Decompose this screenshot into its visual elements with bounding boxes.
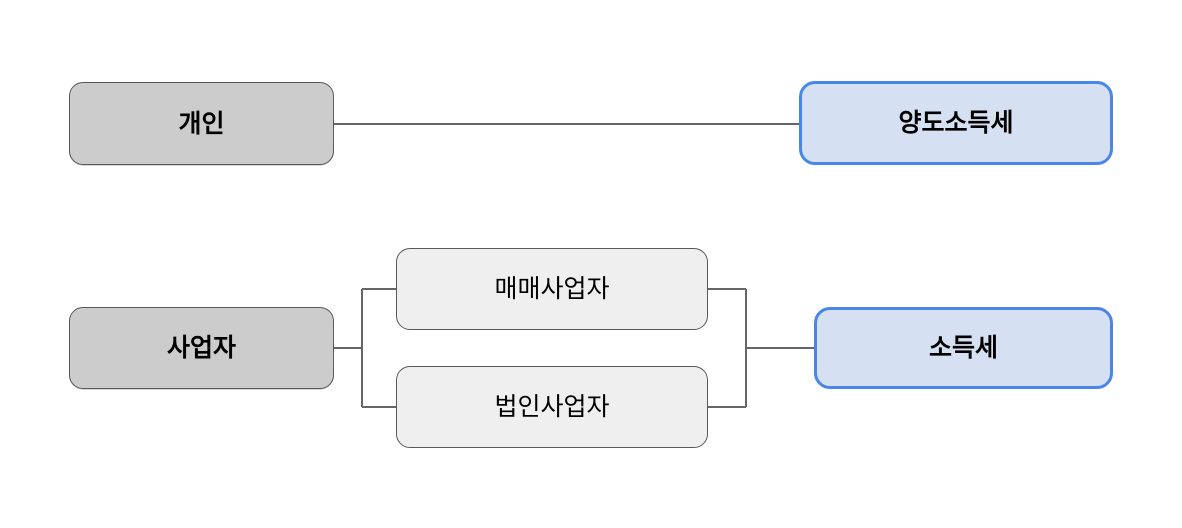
node-income-tax-label: 소득세 bbox=[928, 334, 998, 362]
node-capital-gains-tax[interactable]: 양도소득세 bbox=[799, 81, 1113, 165]
node-individual-label: 개인 bbox=[178, 109, 225, 138]
node-trading-business[interactable]: 매매사업자 bbox=[396, 248, 708, 330]
node-business-label: 사업자 bbox=[166, 334, 236, 362]
node-business[interactable]: 사업자 bbox=[69, 307, 334, 389]
node-corporate-business[interactable]: 법인사업자 bbox=[396, 366, 708, 448]
node-income-tax[interactable]: 소득세 bbox=[814, 307, 1113, 389]
node-individual[interactable]: 개인 bbox=[69, 82, 334, 165]
node-corporate-business-label: 법인사업자 bbox=[494, 393, 610, 421]
node-capital-gains-tax-label: 양도소득세 bbox=[898, 109, 1014, 137]
node-trading-business-label: 매매사업자 bbox=[494, 275, 610, 303]
